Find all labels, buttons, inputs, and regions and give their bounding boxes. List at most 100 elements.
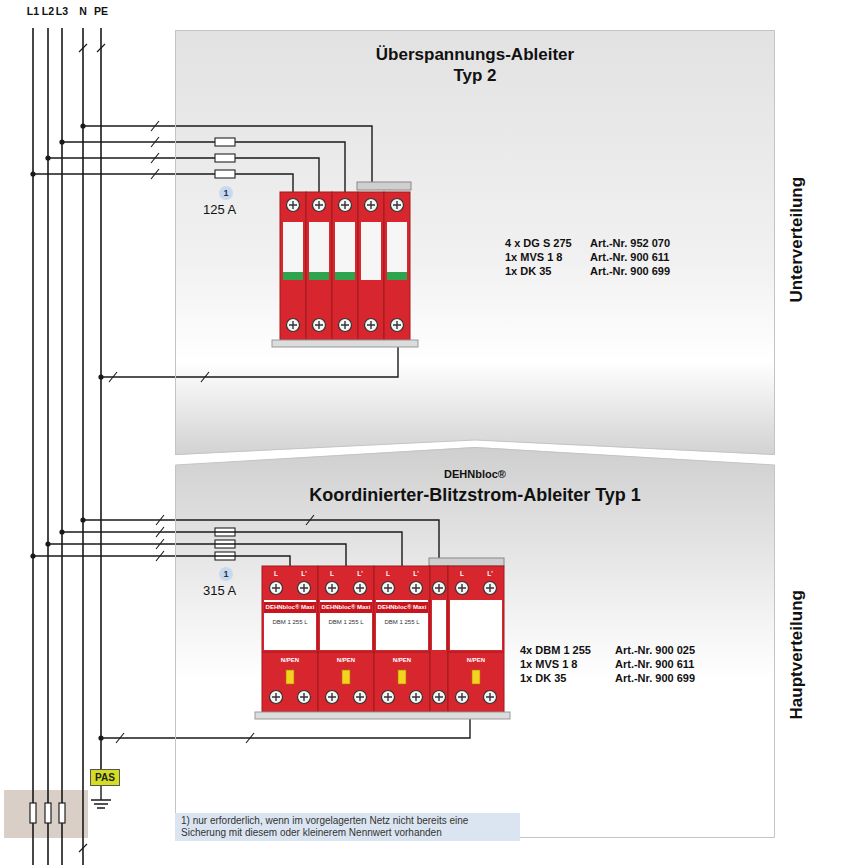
type1-arrester [318,566,374,712]
type2-arrester [358,192,384,340]
type1-arrester [255,712,510,719]
terminal-label: N/PEN [281,657,299,664]
upper-wiring [151,121,159,179]
callout-circle [219,186,233,200]
article-number: Art.-Nr. 900 611 [590,251,670,264]
upper-wiring [48,158,319,192]
backup-fuse [215,138,235,560]
type2-arrester [272,340,418,347]
part-quantity: 1x DK 35 [520,672,566,685]
conductor-label: N [79,5,87,17]
type1-arrester [448,566,504,712]
panel-title: Überspannungs-Ableiter Typ 2 [360,44,590,86]
module-type: DBM 1 255 L [272,619,307,626]
conductor-label: L3 [56,5,68,17]
main-fuse [59,803,65,823]
type1-arrester [374,566,430,712]
part-quantity: 1x MVS 1 8 [520,658,577,671]
lightning-arrester-panel: DEHNbloc® Koordinierter-Blitzstrom-Ableit… [175,447,775,838]
lower-wiring [62,532,402,566]
type2-arrester [384,192,410,340]
upper-wiring [101,347,398,377]
type2-arrester [280,192,306,340]
upper-wiring [33,174,293,192]
backup-fuse [215,138,235,146]
article-number: Art.-Nr. 952 070 [590,237,670,250]
upper-wiring [109,372,209,382]
part-quantity: 4x DBM 1 255 [520,644,591,657]
terminal-label: L [386,570,390,577]
lower-wiring [33,556,290,566]
footnote-box: 1) nur erforderlich, wenn im vorgelagert… [175,813,520,841]
terminal-label: L [460,570,464,577]
junction-dot [98,374,103,379]
terminal-label: L [330,570,334,577]
junction-dot [59,139,64,144]
module-type: DBM 1 255 L [384,619,419,626]
article-number: Art.-Nr. 900 611 [615,658,695,671]
panel-outline [176,448,775,838]
article-number: Art.-Nr. 900 025 [615,644,695,657]
main-fuse [30,803,65,823]
busbar [33,28,101,865]
panel-outline [175,30,775,455]
article-number: Art.-Nr. 900 699 [615,672,695,685]
busbar [33,28,105,865]
panel-outline [176,31,775,455]
brand-name: DEHNbloc® [175,468,775,481]
part-quantity: 1x DK 35 [505,265,551,278]
junction-dot [45,155,50,160]
equipotential-bar: PAS [90,769,120,786]
terminal-label: N/PEN [393,657,411,664]
conductor-label: L2 [42,5,54,17]
type1-arrester [429,558,504,566]
backup-fuse [215,170,235,178]
main-fuse [30,803,36,823]
lower-wiring [116,733,254,743]
fuse-rating: 125 A [203,203,236,218]
conductor-label: PE [94,5,108,17]
part-quantity: 1x MVS 1 8 [505,251,562,264]
type2-arrester [272,182,418,347]
panel-ground [175,30,775,455]
terminal-label: L [274,570,278,577]
terminal-label: L' [301,570,307,577]
main-fuse-box [4,790,88,838]
type1-arrester [255,558,510,719]
conductor-label: L1 [27,5,39,17]
fuse-rating: 315 A [203,584,236,599]
type2-arrester [306,192,332,340]
callout-number: 1 [223,188,228,198]
footnote-text: 1) nur erforderlich, wenn im vorgelagert… [181,815,514,839]
terminal-label: L' [413,570,419,577]
junction-dot [30,123,103,740]
busbar [79,44,105,852]
panel-ground [175,447,775,838]
backup-fuse [215,154,235,162]
upper-wiring [62,142,345,192]
callout-circle [219,186,233,581]
junction-dot [80,123,85,128]
terminal-label: N/PEN [337,657,355,664]
earth-symbol [91,786,111,808]
panel-ground [175,30,775,838]
type2-arrester [357,182,411,190]
bar-label: PAS [95,771,115,784]
distribution-level: Hauptverteilung [787,590,807,719]
article-number: Art.-Nr. 900 699 [590,265,670,278]
terminal-label: L' [357,570,363,577]
terminal-label: L' [487,570,493,577]
lower-wiring [83,520,439,558]
module-brand: DEHNbloc® Maxi [322,604,371,611]
module-type: DBM 1 255 L [328,619,363,626]
main-fuse [45,803,51,823]
lower-wiring [33,515,470,743]
lower-wiring [48,544,346,566]
junction-dot [30,171,35,176]
type1-arrester [430,566,448,712]
terminal-label: N/PEN [467,657,485,664]
lower-wiring [101,719,470,738]
panel-title: Koordinierter-Blitzstrom-Ableiter Typ 1 [175,484,775,506]
